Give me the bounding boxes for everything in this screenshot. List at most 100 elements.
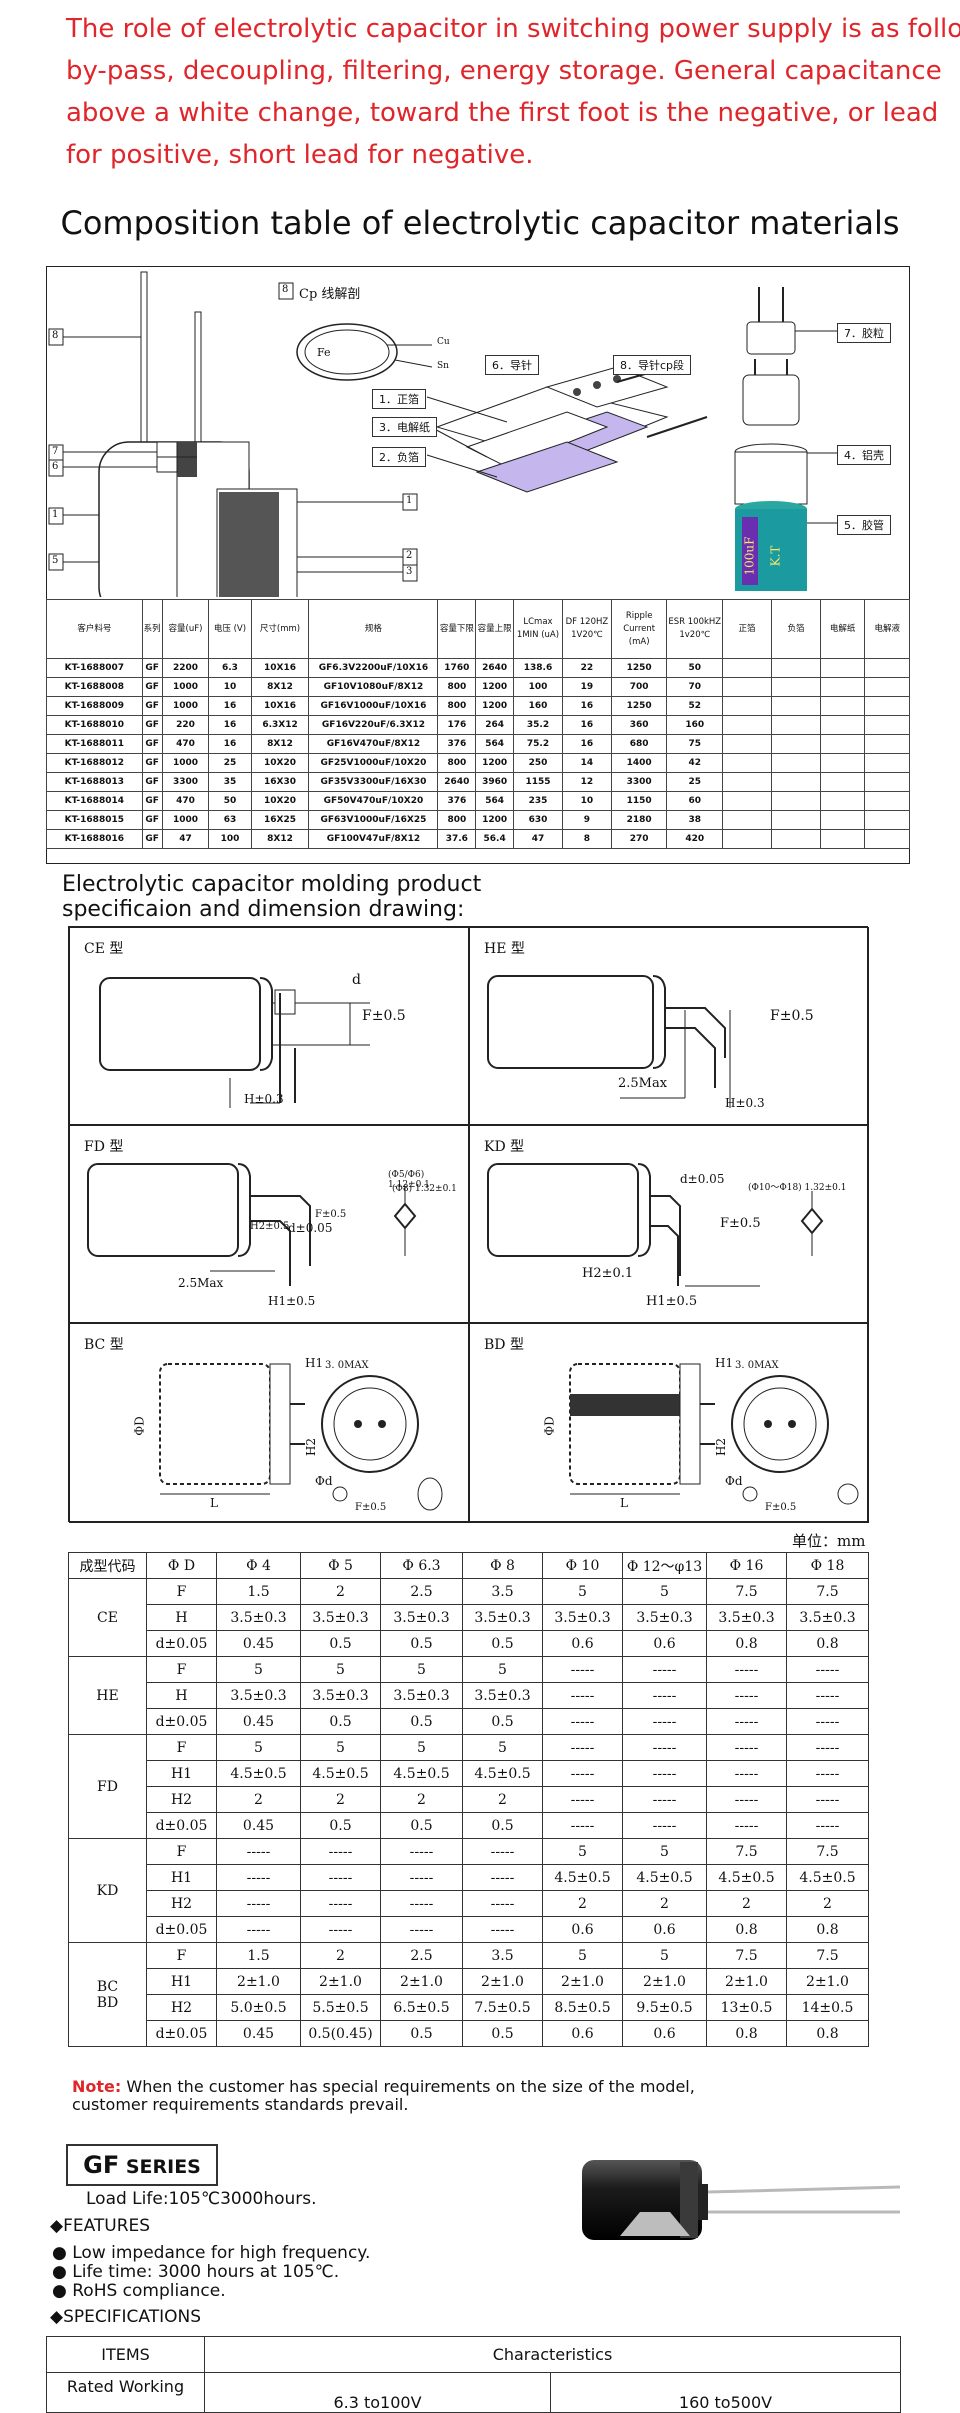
drawing-caption: FD 型 xyxy=(84,1139,124,1155)
materials-cell xyxy=(770,753,821,773)
dimensions-cell: 2 xyxy=(300,1942,381,1969)
dimensions-cell: 3.5±0.3 xyxy=(622,1604,707,1631)
materials-cell: KT-1688014 xyxy=(46,791,143,811)
dimensions-cell: ----- xyxy=(380,1864,463,1891)
dimensions-cell: d±0.05 xyxy=(146,2020,217,2047)
dimensions-cell: 2±1.0 xyxy=(786,1968,869,1995)
intro-text: The role of electrolytic capacitor in sw… xyxy=(66,8,960,176)
type-code-cell: HE xyxy=(68,1656,147,1735)
dimensions-cell: 0.5 xyxy=(380,1812,463,1839)
materials-cell xyxy=(722,715,772,735)
dimensions-cell: 2±1.0 xyxy=(462,1968,543,1995)
materials-cell: 19 xyxy=(561,677,612,697)
header-cell: Φ D xyxy=(146,1552,217,1579)
intro-line: above a white change, toward the first f… xyxy=(66,98,939,128)
materials-cell: 1000 xyxy=(161,753,210,773)
materials-cell: 470 xyxy=(161,734,210,754)
kd-note-1: (Φ10～Φ18) 1.32±0.1 xyxy=(748,1183,847,1193)
materials-cell: 2640 xyxy=(437,772,477,792)
materials-cell: GF xyxy=(141,753,163,773)
dimensions-cell: 7.5 xyxy=(786,1942,869,1969)
dimensions-cell: 0.5 xyxy=(300,1708,381,1735)
paper-label: 3．电解纸 xyxy=(372,417,437,437)
materials-cell: 2180 xyxy=(610,810,668,830)
dimensions-cell: ----- xyxy=(462,1916,543,1943)
materials-cell: 50 xyxy=(666,658,724,678)
dimensions-cell: 4.5±0.5 xyxy=(462,1760,543,1787)
materials-cell: 3300 xyxy=(161,772,210,792)
dimensions-cell: 0.5 xyxy=(380,2020,463,2047)
header-cell: 正箔 xyxy=(722,599,772,659)
dimensions-cell: ----- xyxy=(786,1812,869,1839)
dimensions-cell: 5.5±0.5 xyxy=(300,1994,381,2021)
materials-cell xyxy=(722,734,772,754)
right-num: 3 xyxy=(406,566,413,577)
materials-cell xyxy=(722,772,772,792)
spec-value: 6.3 to100V xyxy=(204,2372,551,2413)
dimensions-cell: ----- xyxy=(462,1890,543,1917)
spec-value: 160 to500V xyxy=(550,2372,901,2413)
materials-cell xyxy=(819,791,866,811)
rubber-label: 7．胶粒 xyxy=(837,323,891,343)
materials-cell: 9 xyxy=(561,810,612,830)
drawing-caption: CE 型 xyxy=(84,941,124,957)
unit-label: 单位：mm xyxy=(792,1532,866,1550)
materials-cell xyxy=(770,829,821,849)
materials-cell: 22 xyxy=(561,658,612,678)
materials-cell: 1000 xyxy=(161,677,210,697)
feature-item: ● Low impedance for high frequency. xyxy=(52,2243,371,2263)
materials-cell: KT-1688015 xyxy=(46,810,143,830)
dimensions-cell: 3.5±0.3 xyxy=(300,1682,381,1709)
sn-label: Sn xyxy=(437,361,449,371)
dimensions-cell: 4.5±0.5 xyxy=(706,1864,787,1891)
materials-cell: KT-1688010 xyxy=(46,715,143,735)
specifications-table: ITEMS Characteristics Rated Working 6.3 … xyxy=(46,2336,901,2413)
dimensions-cell: 7.5 xyxy=(706,1838,787,1865)
materials-cell: 700 xyxy=(610,677,668,697)
dimensions-cell: 3.5±0.3 xyxy=(380,1682,463,1709)
materials-cell: 160 xyxy=(666,715,724,735)
dimensions-header-row: 成型代码 Φ D Φ 4 Φ 5 Φ 6.3 Φ 8 Φ 10 Φ 12～φ13… xyxy=(68,1552,869,1579)
dimensions-cell: ----- xyxy=(300,1838,381,1865)
materials-cell: 50 xyxy=(208,791,252,811)
molding-title-line: specificaion and dimension drawing: xyxy=(62,897,465,922)
dimensions-cell: 3.5 xyxy=(462,1578,543,1605)
dimensions-cell: 0.5(0.45) xyxy=(300,2020,381,2047)
features-list: ● Low impedance for high frequency. ● Li… xyxy=(52,2244,370,2301)
fd-note-2: (Φ8) 1.32±0.1 xyxy=(392,1184,457,1194)
dimensions-cell: d±0.05 xyxy=(146,1916,217,1943)
materials-cell xyxy=(819,715,866,735)
dimensions-cell: ----- xyxy=(380,1890,463,1917)
dimensions-cell: ----- xyxy=(786,1734,869,1761)
bc-d-label: Φd xyxy=(315,1474,333,1488)
dimensions-cell: 7.5 xyxy=(706,1578,787,1605)
dimensions-cell: H2 xyxy=(146,1786,217,1813)
dimensions-cell: ----- xyxy=(786,1760,869,1787)
right-num: 2 xyxy=(406,550,413,561)
materials-cell xyxy=(770,734,821,754)
dimensions-cell: 0.5 xyxy=(300,1630,381,1657)
materials-cell: 100 xyxy=(208,829,252,849)
materials-cell xyxy=(722,696,772,716)
dimensions-cell: H1 xyxy=(146,1864,217,1891)
bd-phid-label: ΦD xyxy=(542,1416,557,1436)
capacitor-photo xyxy=(582,2160,901,2240)
dimensions-cell: 3.5±0.3 xyxy=(786,1604,869,1631)
materials-cell: 42 xyxy=(666,753,724,773)
materials-cell xyxy=(819,658,866,678)
dimensions-cell: ----- xyxy=(622,1682,707,1709)
materials-cell: 420 xyxy=(666,829,724,849)
materials-cell: KT-1688016 xyxy=(46,829,143,849)
dimensions-cell: 1.5 xyxy=(216,1942,301,1969)
materials-cell: 270 xyxy=(610,829,668,849)
dimensions-cell: ----- xyxy=(622,1786,707,1813)
materials-cell: 56.4 xyxy=(475,829,515,849)
dimensions-cell: ----- xyxy=(542,1786,623,1813)
dimensions-cell: 2 xyxy=(300,1578,381,1605)
materials-cell: 3300 xyxy=(610,772,668,792)
materials-cell: 138.6 xyxy=(513,658,563,678)
dimensions-cell: 2 xyxy=(380,1786,463,1813)
